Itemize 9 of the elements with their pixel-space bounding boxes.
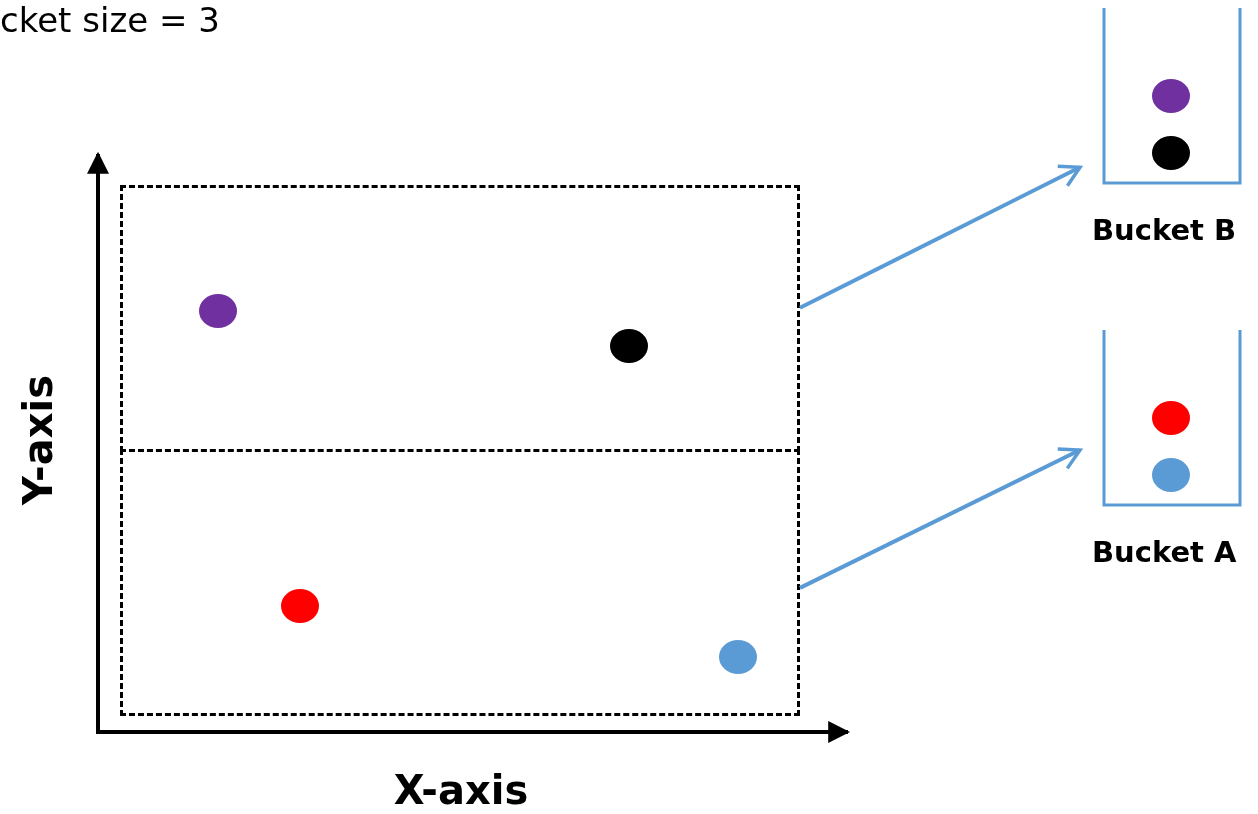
arrow (799, 447, 1082, 590)
arrow (799, 164, 1082, 310)
dashed-region (120, 185, 800, 452)
note-text: cket size = 3 (0, 0, 220, 40)
bucket-label: Bucket B (1092, 213, 1237, 247)
dashed-region (120, 449, 800, 716)
axis-label: X-axis (393, 767, 529, 813)
axis-label: Y-axis (15, 375, 61, 505)
bucket-label: Bucket A (1092, 535, 1237, 569)
